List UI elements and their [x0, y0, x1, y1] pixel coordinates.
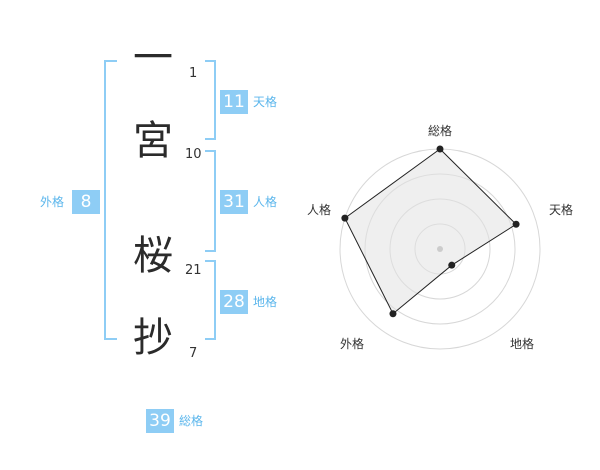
gaikaku-value: 8	[72, 190, 100, 214]
radar-area	[344, 148, 517, 315]
radar-label-tenkaku: 天格	[549, 203, 574, 217]
radar-point-1	[436, 145, 444, 153]
soukaku-value: 39	[146, 409, 174, 433]
tenkaku-label: 天格	[253, 95, 278, 109]
tenkaku-bracket	[205, 60, 216, 140]
stroke-count-4: 7	[189, 346, 198, 361]
jinkaku-bracket	[205, 150, 216, 252]
soukaku-label: 総格	[179, 414, 204, 428]
gaikaku-label: 外格	[40, 195, 65, 209]
radar-center-dot	[437, 246, 443, 252]
jinkaku-value: 31	[220, 190, 248, 214]
name-char-2: 宮	[133, 118, 173, 164]
stroke-count-3: 21	[185, 263, 202, 278]
radar-point-5	[341, 214, 349, 222]
radar-label-gaikaku: 外格	[340, 337, 365, 351]
chikaku-label: 地格	[253, 295, 278, 309]
jinkaku-label: 人格	[253, 195, 278, 209]
chikaku-bracket	[205, 260, 216, 340]
gaikaku-bracket	[104, 60, 117, 340]
name-char-3: 桜	[133, 233, 173, 279]
stroke-count-2: 10	[185, 147, 202, 162]
radar-point-4	[389, 310, 397, 318]
chikaku-value: 28	[220, 290, 248, 314]
name-char-1: 一	[133, 35, 173, 81]
name-char-4: 抄	[133, 315, 173, 361]
radar-label-chikaku: 地格	[510, 337, 535, 351]
radar-point-2	[512, 220, 520, 228]
radar-label-soukaku: 総格	[428, 124, 453, 138]
tenkaku-value: 11	[220, 90, 248, 114]
radar-label-jinkaku: 人格	[307, 203, 332, 217]
radar-point-3	[448, 261, 456, 269]
stroke-count-1: 1	[189, 66, 198, 81]
